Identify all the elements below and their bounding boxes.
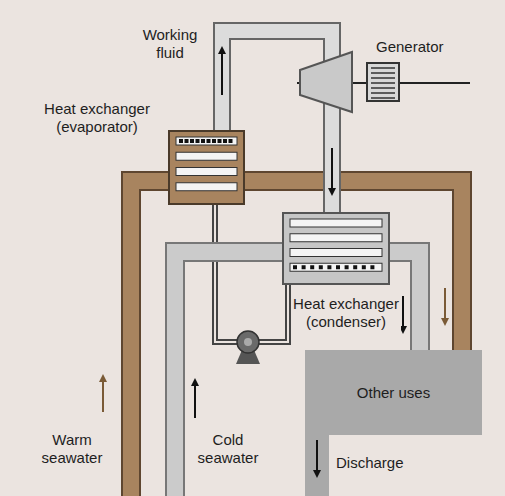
condenser-label: Heat exchanger (condenser) [291,295,401,331]
fluid-drop [179,139,183,143]
warm-inlet-pipe [131,181,170,496]
fluid-drop [327,265,331,269]
stripe [371,72,395,74]
evaporator-box: Heat exchanger (evaporator) [168,130,245,205]
fluid-drop [353,265,357,269]
stripe [371,92,395,94]
flow-arrow [331,148,333,192]
fluid-drop [293,265,297,269]
pump-symbol [236,331,260,364]
discharge-label: Discharge [336,454,404,472]
fluid-drop [185,139,189,143]
working-fluid-return-line [215,205,288,342]
warm-water-pipe [245,181,462,350]
exchanger-plates [284,214,388,283]
fluid-drop [190,139,194,143]
stripe [371,77,395,79]
stripe [371,67,395,69]
fluid-drop [310,265,314,269]
cold-inlet-pipe [175,252,284,496]
evaporator-label: Heat exchanger (evaporator) [38,100,156,136]
flow-arrow [316,440,318,474]
plate [290,234,382,242]
plate [176,152,237,160]
fluid-drop [223,139,227,143]
plate [290,263,382,271]
pipe-wall [215,205,288,342]
flow-arrow [221,50,223,95]
generator-box: Generator [366,62,400,102]
stripe [371,87,395,89]
plate [290,219,382,227]
fluid-drop [319,265,323,269]
plate [176,137,237,145]
fluid-drop [207,139,211,143]
generator-stripes [368,64,398,100]
cold-water-label: Cold seawater [193,431,263,467]
stripe [371,82,395,84]
plate [176,183,237,191]
pipe-bore [245,181,462,350]
condenser-box: Heat exchanger (condenser) [282,212,390,285]
plate [176,168,237,176]
fluid-drop [302,265,306,269]
pipe-bore [215,205,288,342]
fluid-drop [229,139,233,143]
flow-arrow [402,296,404,330]
turbine-symbol [300,52,352,112]
other-uses-box: Other uses [305,350,482,435]
flow-arrow [102,378,104,412]
warm-water-label: Warm seawater [37,431,107,467]
generator-label: Generator [376,38,444,56]
exchanger-plates [170,132,243,203]
fluid-drop [218,139,222,143]
fluid-drop [345,265,349,269]
fluid-drop [370,265,374,269]
flow-arrow [444,288,446,322]
fluid-drop [336,265,340,269]
flow-arrow [194,382,196,418]
fluid-drop [196,139,200,143]
fluid-drop [201,139,205,143]
other-uses-label: Other uses [305,350,482,435]
stripe [371,97,395,99]
pipe-wall [245,181,462,350]
fluid-label: Working fluid [135,26,205,62]
plate [290,249,382,257]
fluid-drop [212,139,216,143]
fluid-drop [362,265,366,269]
